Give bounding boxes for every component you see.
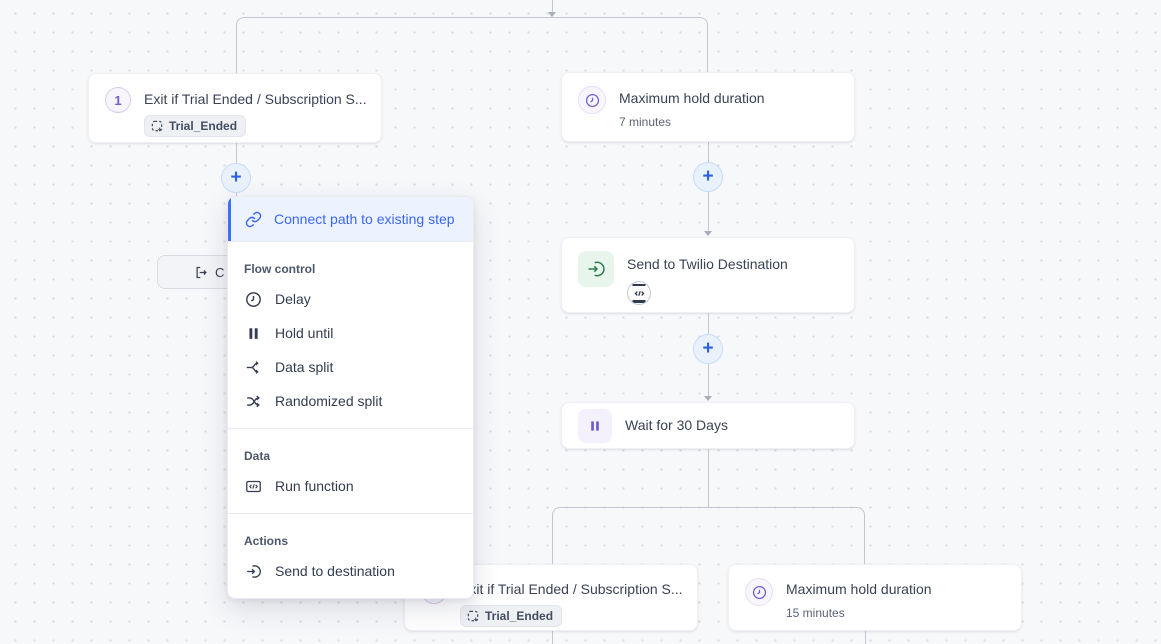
node-title: Exit if Trial Ended / Subscription S...	[144, 91, 367, 107]
menu-item-label: Hold until	[275, 325, 334, 341]
connector-stem-top	[552, 0, 553, 12]
node-wait[interactable]: Wait for 30 Days	[561, 402, 855, 449]
function-badge-icon	[627, 281, 651, 305]
menu-divider	[228, 428, 473, 429]
audience-tag: Trial_Ended	[460, 605, 563, 627]
audience-dashed-square-icon	[467, 610, 480, 623]
connector-arrowhead-wait	[704, 396, 712, 401]
node-title: Send to Twilio Destination	[627, 256, 788, 272]
menu-divider	[228, 241, 473, 242]
menu-section-header: Flow control	[244, 262, 316, 276]
menu-item-label: Randomized split	[275, 393, 383, 409]
connector-branch-bottom	[552, 507, 865, 564]
menu-item-delay[interactable]: Delay	[228, 282, 473, 316]
split-icon	[244, 358, 262, 376]
node-title: Maximum hold duration	[619, 90, 765, 106]
add-step-button[interactable]: +	[693, 334, 723, 364]
connector-arrowhead-top	[548, 12, 556, 17]
audience-tag: Trial_Ended	[144, 115, 247, 137]
menu-item-connect-path[interactable]: Connect path to existing step	[228, 197, 473, 241]
code-box-icon	[244, 477, 262, 495]
send-to-destination-icon	[244, 562, 262, 580]
menu-item-label: Connect path to existing step	[274, 211, 455, 227]
connector-arrowhead-twilio	[704, 231, 712, 236]
menu-item-hold-until[interactable]: Hold until	[228, 316, 473, 350]
node-title: Exit if Trial Ended / Subscription S...	[460, 581, 683, 597]
node-twilio-destination[interactable]: Send to Twilio Destination	[561, 237, 855, 313]
menu-section-header: Actions	[244, 534, 289, 548]
menu-section-actions: Actions Send to destination	[228, 514, 473, 598]
link-icon	[244, 210, 262, 228]
menu-item-send-to-destination[interactable]: Send to destination	[228, 554, 473, 588]
node-title: Maximum hold duration	[786, 581, 932, 597]
node-subtitle: 15 minutes	[786, 606, 845, 620]
menu-item-label: Data split	[275, 359, 334, 375]
menu-item-randomized-split[interactable]: Randomized split	[228, 384, 473, 418]
connector-below-exit-bottom	[552, 631, 553, 644]
pause-icon	[578, 408, 612, 443]
pause-icon	[244, 324, 262, 342]
audience-dashed-square-icon	[151, 120, 164, 133]
exit-arrow-icon	[194, 265, 209, 280]
connector-below-hold-bottom	[865, 631, 866, 644]
audience-tag-label: Trial_Ended	[485, 609, 554, 623]
clock-icon	[745, 578, 773, 606]
menu-item-label: Delay	[275, 291, 311, 307]
connector-branch-top	[236, 17, 708, 73]
node-subtitle: 7 minutes	[619, 115, 672, 129]
audience-tag-label: Trial_Ended	[169, 119, 238, 133]
connector-wait-to-branch	[708, 449, 709, 507]
menu-section-flow-control: Flow control Delay Hold until	[228, 242, 473, 428]
exit-pill-label: C	[215, 264, 225, 280]
shuffle-icon	[244, 392, 262, 410]
add-step-button[interactable]: +	[693, 162, 723, 192]
add-step-button[interactable]: +	[221, 163, 251, 193]
node-title: Wait for 30 Days	[625, 417, 728, 433]
menu-item-run-function[interactable]: Run function	[228, 469, 473, 503]
send-to-destination-icon	[578, 251, 614, 287]
node-hold-top[interactable]: Maximum hold duration 7 minutes	[561, 72, 855, 142]
menu-item-data-split[interactable]: Data split	[228, 350, 473, 384]
menu-section-header: Data	[244, 449, 271, 463]
menu-divider	[228, 513, 473, 514]
menu-item-label: Run function	[275, 478, 354, 494]
add-step-menu: Connect path to existing step Flow contr…	[227, 196, 474, 599]
node-exit-top[interactable]: 1 Exit if Trial Ended / Subscription S..…	[88, 73, 382, 143]
menu-item-label: Send to destination	[275, 563, 395, 579]
step-number-badge: 1	[105, 87, 131, 113]
clock-icon	[578, 86, 606, 114]
node-hold-bottom[interactable]: Maximum hold duration 15 minutes	[728, 564, 1022, 631]
clock-icon	[244, 290, 262, 308]
menu-section-data: Data Run function	[228, 429, 473, 513]
